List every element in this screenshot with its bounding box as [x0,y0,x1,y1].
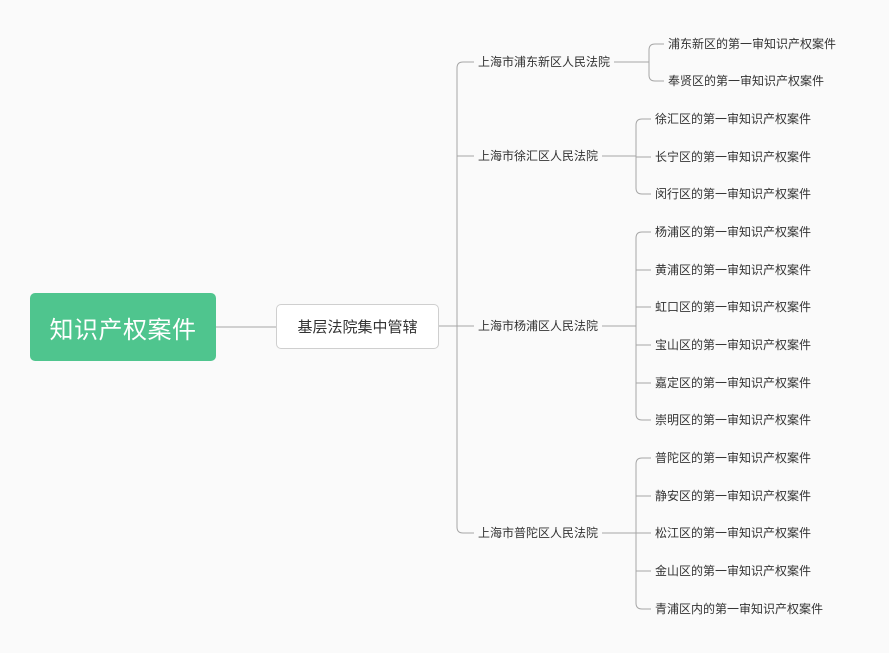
root-topic-label: 知识产权案件 [49,315,197,344]
connector-line [635,231,643,421]
case-node[interactable]: 徐汇区的第一审知识产权案件 [653,111,814,127]
court-node[interactable]: 上海市浦东新区人民法院 [476,54,613,70]
case-node[interactable]: 虹口区的第一审知识产权案件 [653,299,814,315]
case-node[interactable]: 浦东新区的第一审知识产权案件 [666,36,839,52]
case-node[interactable]: 金山区的第一审知识产权案件 [653,563,814,579]
court-node[interactable]: 上海市普陀区人民法院 [476,525,601,541]
case-node[interactable]: 黄浦区的第一审知识产权案件 [653,262,814,278]
hub-topic[interactable]: 基层法院集中管辖 [276,304,439,349]
case-node[interactable]: 静安区的第一审知识产权案件 [653,488,814,504]
case-node[interactable]: 普陀区的第一审知识产权案件 [653,450,814,466]
case-node[interactable]: 崇明区的第一审知识产权案件 [653,412,814,428]
court-node[interactable]: 上海市徐汇区人民法院 [476,148,601,164]
case-node[interactable]: 长宁区的第一审知识产权案件 [653,149,814,165]
case-node[interactable]: 奉贤区的第一审知识产权案件 [666,73,827,89]
root-topic[interactable]: 知识产权案件 [30,293,216,361]
court-node[interactable]: 上海市杨浦区人民法院 [476,318,601,334]
connector-line [648,43,656,82]
hub-topic-label: 基层法院集中管辖 [297,318,418,336]
connector-line [456,61,474,69]
case-node[interactable]: 青浦区内的第一审知识产权案件 [653,601,826,617]
connector-line [456,526,474,534]
case-node[interactable]: 闵行区的第一审知识产权案件 [653,186,814,202]
case-node[interactable]: 松江区的第一审知识产权案件 [653,525,814,541]
case-node[interactable]: 嘉定区的第一审知识产权案件 [653,375,814,391]
case-node[interactable]: 杨浦区的第一审知识产权案件 [653,224,814,240]
case-node[interactable]: 宝山区的第一审知识产权案件 [653,337,814,353]
